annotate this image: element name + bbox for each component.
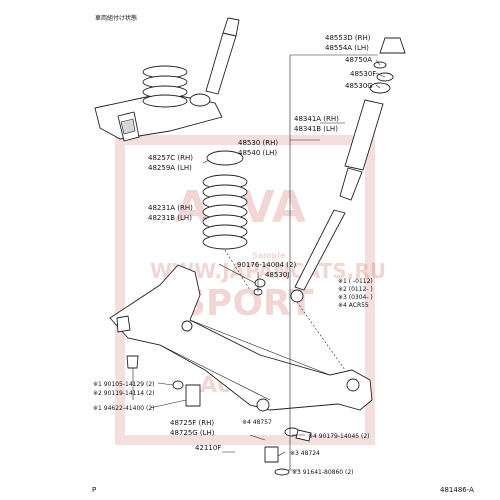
label-90119: ※2 90119-14114 (2) <box>93 390 155 397</box>
label-48231B: 48231B (LH) <box>148 214 192 222</box>
coil-spring-assembly <box>202 150 266 296</box>
legend-variant-2: ※2 (0112- ) <box>338 286 373 293</box>
legend-variant-1: ※1 ( -0112) <box>338 278 373 285</box>
label-48530G: 48530G <box>345 82 373 90</box>
label-48554A: 48554A (LH) <box>325 44 369 52</box>
label-48530: 48530 (RH) <box>238 139 278 147</box>
label-48530F: 48530F <box>350 70 376 78</box>
label-48259A: 48259A (LH) <box>148 164 192 172</box>
label-90176: 90176-14004 (2) <box>237 261 296 269</box>
label-48750A: 48750A <box>345 56 372 64</box>
legend-variant-4: ※4 ACR55 <box>338 302 369 309</box>
label-48530J: 48530J <box>265 271 289 279</box>
label-48757: ※4 48757 <box>242 419 272 426</box>
label-48231A: 48231A (RH) <box>148 204 193 212</box>
label-91641: ※3 91641-80860 (2) <box>292 469 354 476</box>
label-48724: ※3 48724 <box>290 450 320 457</box>
rear-axle-beam <box>109 264 373 412</box>
header-caption: 車両組付け状態 <box>95 14 137 22</box>
label-48725F: 48725F (RH) <box>170 419 214 427</box>
footer-page-marker: P <box>92 486 96 494</box>
label-48553D: 48553D (RH) <box>325 34 371 42</box>
legend-variant-3: ※3 (0304- ) <box>338 294 373 301</box>
watermark-stamp: Sample <box>252 251 286 260</box>
label-42110F: 42110F <box>195 444 221 452</box>
variant-legend: ※1 ( -0112) ※2 (0112- ) ※3 (0304- ) ※4 A… <box>338 278 373 309</box>
label-48725G: 48725G (LH) <box>170 429 215 437</box>
label-90179: ※4 90179-14045 (2) <box>308 433 370 440</box>
bolts-and-bushings <box>126 355 312 476</box>
label-48257C: 48257C (RH) <box>148 154 193 162</box>
label-94622: ※1 94622-41400 (2) <box>93 405 155 412</box>
leader-lines <box>149 54 386 471</box>
footer-diagram-code: 481486-A <box>440 486 474 494</box>
label-90105: ※1 90105-14129 (2) <box>93 381 155 388</box>
label-48540: 48540 (LH) <box>238 149 277 157</box>
inset-mounting-view <box>94 17 240 142</box>
watermark-brand-mid: SPORT <box>180 283 314 324</box>
label-48341A: 48341A (RH) <box>294 115 339 123</box>
label-48341B: 48341B (LH) <box>294 125 338 133</box>
